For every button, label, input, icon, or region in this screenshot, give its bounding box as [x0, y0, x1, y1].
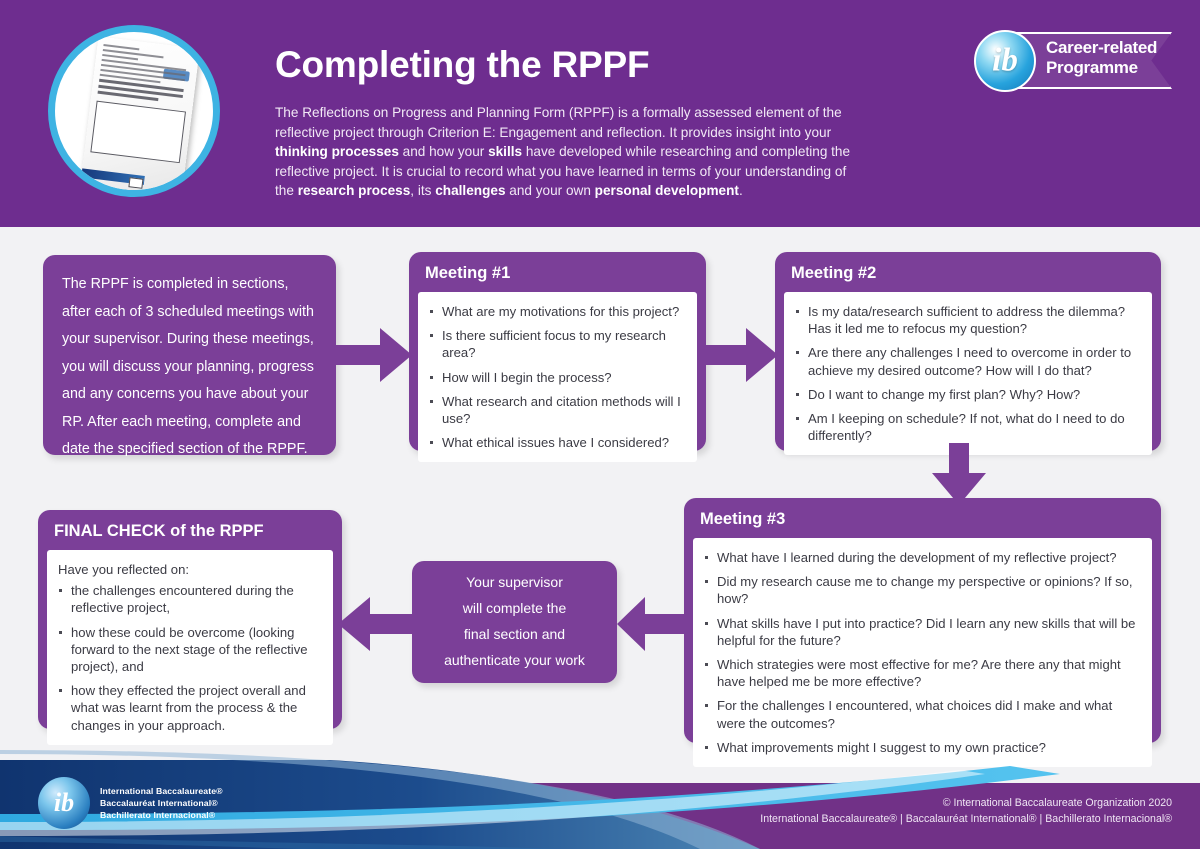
meeting-1-question-list: What are my motivations for this project…	[429, 303, 684, 451]
intro-card: The RPPF is completed in sections, after…	[43, 255, 336, 457]
meeting-2-card: Meeting #2 Is my data/research sufficien…	[775, 252, 1161, 456]
text-line: Your supervisor	[466, 574, 563, 591]
list-item: What have I learned during the developme…	[704, 549, 1139, 566]
text-line: International Baccalaureate®	[100, 786, 223, 796]
final-check-list: the challenges encountered during the re…	[58, 582, 320, 734]
rppf-form-photo	[48, 25, 220, 197]
final-check-title: FINAL CHECK of the RPPF	[54, 522, 264, 540]
list-item: Is my data/research sufficient to addres…	[795, 303, 1139, 337]
copyright-block: © International Baccalaureate Organizati…	[760, 795, 1172, 827]
list-item: the challenges encountered during the re…	[58, 582, 320, 616]
list-item: What research and citation methods will …	[429, 393, 684, 427]
meeting-1-title: Meeting #1	[425, 264, 511, 282]
list-item: What are my motivations for this project…	[429, 303, 684, 320]
final-check-card: FINAL CHECK of the RPPF Have you reflect…	[38, 510, 342, 745]
supervisor-card: Your supervisor will complete the final se…	[412, 561, 617, 683]
list-item: Is there sufficient focus to my research…	[429, 327, 684, 361]
list-item: For the challenges I encountered, what c…	[704, 697, 1139, 731]
ib-monogram: ib	[992, 42, 1018, 79]
cp-ribbon-label: Career-related Programme	[1046, 38, 1157, 78]
final-check-lead: Have you reflected on:	[58, 562, 190, 577]
footer-wave-graphic	[0, 750, 1060, 849]
list-item: What ethical issues have I considered?	[429, 434, 684, 451]
ib-footer-badge-icon: ib	[38, 777, 90, 829]
intro-text: The RPPF is completed in sections, after…	[62, 276, 314, 457]
list-item: What improvements might I suggest to my …	[704, 739, 1139, 756]
copyright-line-2: International Baccalaureate® | Baccalaur…	[760, 813, 1172, 825]
copyright-line-1: © International Baccalaureate Organizati…	[942, 797, 1172, 809]
career-related-programme-logo: Career-related Programme ib	[974, 30, 1172, 92]
arrow-supervisor-to-final-check-icon	[338, 597, 416, 651]
text-line: final section and	[463, 626, 566, 642]
meeting-1-card: Meeting #1 What are my motivations for t…	[409, 252, 706, 463]
cp-line-1: Career-related	[1046, 38, 1158, 57]
list-item: Did my research cause me to change my pe…	[704, 573, 1139, 607]
text-line: Bachillerato Internacional®	[100, 810, 216, 820]
meeting-3-title: Meeting #3	[700, 510, 786, 528]
document-illustration	[80, 36, 200, 190]
meeting-3-body: What have I learned during the developme…	[693, 538, 1152, 768]
list-item: Which strategies were most effective for…	[704, 656, 1139, 690]
list-item: how these could be overcome (looking for…	[58, 624, 320, 676]
list-item: Do I want to change my first plan? Why? …	[795, 386, 1139, 403]
meeting-3-card: Meeting #3 What have I learned during th…	[684, 498, 1161, 768]
meeting-3-question-list: What have I learned during the developme…	[704, 549, 1139, 756]
list-item: What skills have I put into practice? Di…	[704, 615, 1139, 649]
final-check-body: Have you reflected on: the challenges en…	[47, 550, 333, 745]
document-checkbox	[128, 177, 144, 189]
cp-line-2: Programme	[1046, 58, 1138, 77]
header-description: The Reflections on Progress and Planning…	[275, 105, 851, 199]
ib-footer-monogram: ib	[53, 788, 75, 817]
page-title: Completing the RPPF	[275, 44, 650, 85]
meeting-2-body: Is my data/research sufficient to addres…	[784, 292, 1152, 456]
supervisor-text: Your supervisor will complete the final se…	[444, 570, 585, 673]
ib-footer-wordmark: International Baccalaureate® Baccalauréat…	[100, 785, 223, 821]
meeting-2-title: Meeting #2	[791, 264, 877, 282]
meeting-1-body: What are my motivations for this project…	[418, 292, 697, 463]
arrow-meeting1-to-meeting2-icon	[702, 328, 778, 382]
ib-badge-icon: ib	[974, 30, 1036, 92]
text-line: Baccalauréat International®	[100, 798, 218, 808]
document-answer-box	[90, 100, 187, 164]
arrow-intro-to-meeting1-icon	[336, 328, 412, 382]
list-item: Am I keeping on schedule? If not, what d…	[795, 410, 1139, 444]
text-line: authenticate your work	[444, 651, 585, 668]
footer: ib International Baccalaureate® Baccalaur…	[0, 750, 1200, 849]
list-item: how they effected the project overall an…	[58, 682, 320, 734]
list-item: Are there any challenges I need to overc…	[795, 344, 1139, 378]
arrow-meeting2-to-meeting3-icon	[932, 443, 986, 505]
meeting-2-question-list: Is my data/research sufficient to addres…	[795, 303, 1139, 444]
header-banner: Completing the RPPF The Reflections on P…	[0, 0, 1200, 227]
arrow-meeting3-to-supervisor-icon	[617, 597, 689, 651]
list-item: How will I begin the process?	[429, 369, 684, 386]
text-line: will complete the	[462, 600, 567, 617]
